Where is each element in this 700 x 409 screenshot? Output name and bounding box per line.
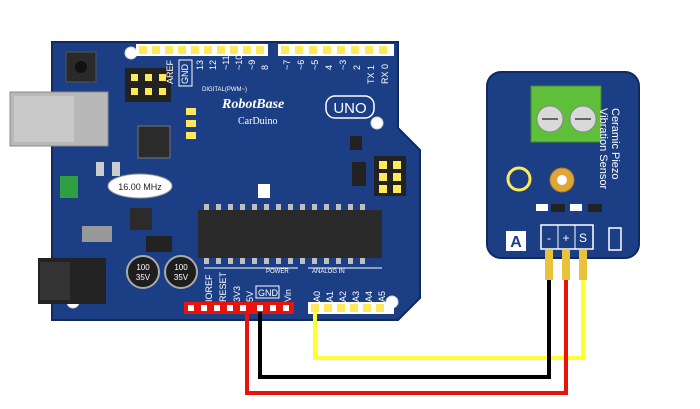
svg-text:35V: 35V (136, 273, 151, 282)
pin-label-6: ~6 (296, 60, 306, 70)
pin-label-5v: 5V (245, 291, 255, 302)
analog-header (308, 302, 394, 314)
sensor-pin-label-signal: S (579, 231, 587, 245)
pin-label-gnd-top: GND (180, 64, 190, 85)
sensor-pin-label-ground: - (547, 231, 551, 245)
sensor-pin-label-vcc: + (562, 231, 569, 245)
capacitor-2: 100 35V (164, 255, 198, 289)
pin-label-rx: RX 0 (380, 64, 390, 84)
piezo-symbol-icon (608, 227, 622, 251)
arduino-board: 16.00 MHz 100 35V 100 35V (9, 41, 421, 321)
pin-label-12: 12 (208, 60, 218, 70)
pin-label-8: 8 (260, 65, 270, 70)
pin-label-2: 2 (352, 65, 362, 70)
microcontroller-chip (198, 210, 382, 258)
pin-label-3: ~3 (338, 60, 348, 70)
crystal-label: 16.00 MHz (118, 182, 162, 192)
board-model: CarDuino (238, 116, 277, 127)
crystal-oscillator (107, 173, 173, 199)
signal-wire (313, 280, 585, 360)
digital-header (136, 44, 394, 56)
sensor-title-line2: Vibration Sensor (597, 108, 609, 189)
pin-label-7: ~7 (282, 60, 292, 70)
pin-label-vin: Vin (283, 289, 293, 302)
power-wire (245, 280, 568, 395)
uno-badge: UNO (333, 100, 366, 117)
pin-label-gnd: GND (258, 288, 279, 298)
svg-text:100: 100 (136, 263, 150, 272)
pin-label-ioref: IOREF (204, 274, 214, 302)
power-header-label: POWER (266, 269, 289, 275)
pin-label-reset: RESET (218, 271, 228, 302)
analog-header-label: ANALOG IN (312, 269, 345, 275)
ground-wire (258, 280, 551, 379)
pin-label-13: 13 (195, 60, 205, 70)
capacitor-1: 100 35V (126, 255, 160, 289)
svg-text:100: 100 (174, 263, 188, 272)
pin-label-3v3: 3V3 (232, 286, 242, 302)
piezo-sensor-module: Ceramic Piezo Vibration Sensor A - + S (486, 71, 640, 280)
pin-label-5: ~5 (310, 60, 320, 70)
pin-label-a5: A5 (377, 291, 387, 302)
pin-label-a1: A1 (325, 291, 335, 302)
pin-label-tx: TX 1 (366, 65, 376, 84)
svg-text:35V: 35V (174, 273, 189, 282)
pin-label-11: ~11 (221, 55, 231, 70)
analog-type-badge: A (510, 234, 522, 251)
pin-label-10: ~10 (234, 55, 244, 70)
sensor-title-line1: Ceramic Piezo (609, 108, 621, 180)
pin-label-a0: A0 (312, 291, 322, 302)
pin-label-a2: A2 (338, 291, 348, 302)
pin-label-4: 4 (324, 65, 334, 70)
pin-label-a4: A4 (364, 291, 374, 302)
pin-label-aref: AREF (165, 59, 175, 84)
board-brand: RobotBase (221, 97, 284, 112)
wires (245, 280, 585, 395)
brand-logo-icon (506, 166, 532, 192)
pin-label-a3: A3 (351, 291, 361, 302)
digital-header-label: DIGITAL(PWM~) (202, 87, 247, 93)
power-header (184, 302, 294, 314)
pin-label-9: ~9 (247, 60, 257, 70)
